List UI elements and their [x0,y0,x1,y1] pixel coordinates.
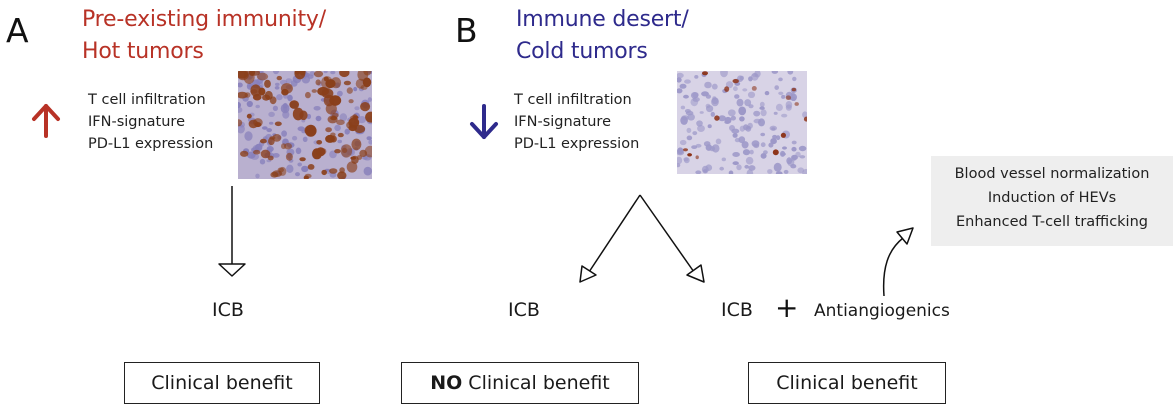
effect-item: Enhanced T-cell trafficking [956,214,1148,230]
panel-a-title: Pre-existing immunity/ Hot tumors [82,4,326,68]
antiangiogenic-effects-box: Blood vessel normalization Induction of … [931,156,1173,246]
feature-item: PD-L1 expression [514,136,640,152]
arrow-cold-to-combination [639,194,705,283]
outcome-negation: NO [430,372,463,394]
panel-a-features: T cell infiltration IFN-signature PD-L1 … [88,89,213,155]
effect-item: Blood vessel normalization [954,166,1150,182]
cold-tumor-histology-image [677,71,807,174]
panel-b-title-line2: Cold tumors [516,39,648,64]
effect-item: Induction of HEVs [987,190,1117,206]
feature-item: PD-L1 expression [88,136,214,152]
panel-a-title-line2: Hot tumors [82,39,204,64]
panel-b-title: Immune desert/ Cold tumors [516,4,689,68]
feature-item: T cell infiltration [88,92,206,108]
outcome-box-hot: Clinical benefit [124,362,320,404]
outcome-text: Clinical benefit [468,372,610,394]
feature-item: T cell infiltration [514,92,632,108]
hot-tumor-histology-image [238,71,372,179]
treatment-icb-hot: ICB [212,299,244,321]
panel-b-features: T cell infiltration IFN-signature PD-L1 … [514,89,639,155]
panel-letter-a: A [6,11,29,50]
combination-partner: Antiangiogenics [814,301,950,321]
arrow-antiangiogenics-to-effects [882,227,914,297]
arrow-cold-to-icb [579,194,641,283]
up-arrow-icon [32,104,60,138]
feature-item: IFN-signature [88,114,185,130]
outcome-text: Clinical benefit [151,372,293,394]
outcome-box-combination: Clinical benefit [748,362,946,404]
treatment-icb-combination: ICB [721,299,753,321]
feature-item: IFN-signature [514,114,611,130]
panel-a-title-line1: Pre-existing immunity/ [82,7,326,32]
treatment-icb-cold: ICB [508,299,540,321]
down-arrow-icon [470,104,498,139]
outcome-box-no-benefit: NO Clinical benefit [401,362,639,404]
plus-icon: + [775,291,799,324]
arrow-hot-to-icb [218,186,246,277]
panel-letter-b: B [455,11,478,50]
outcome-text: Clinical benefit [776,372,918,394]
panel-b-title-line1: Immune desert/ [516,7,689,32]
